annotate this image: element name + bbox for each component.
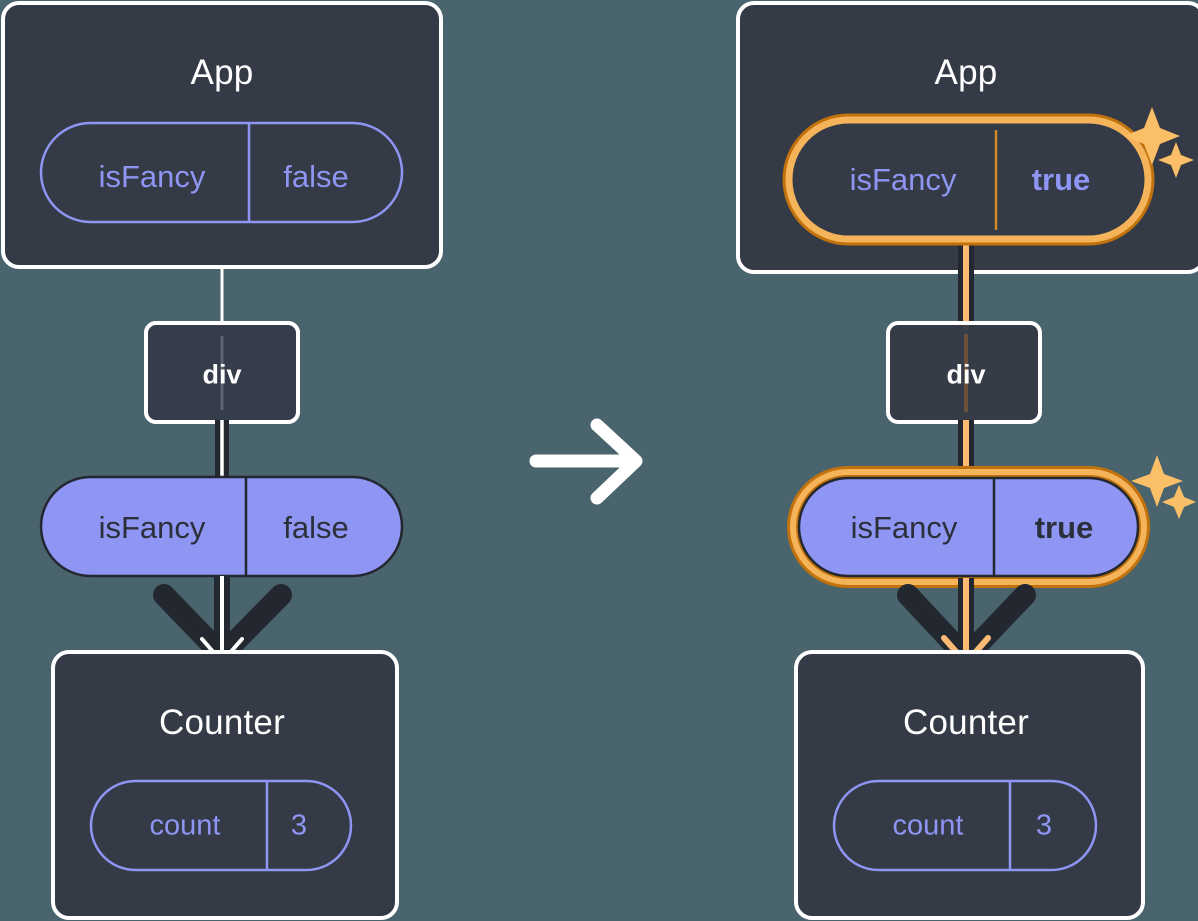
app-state-pill-highlight-inner-right	[785, 116, 1152, 243]
arrow-right-icon	[529, 418, 643, 505]
counter-card-right	[794, 650, 1145, 920]
sparkle-icon-app-right	[1124, 107, 1194, 178]
counter-state-pill-left	[89, 779, 353, 872]
sparkle-icon-prop-right	[1131, 455, 1196, 519]
counter-card-left	[51, 650, 399, 920]
app-card-left	[1, 1, 443, 269]
prop-pill-right	[797, 476, 1140, 578]
counter-state-pill-right	[832, 779, 1098, 872]
app-state-pill-left	[39, 121, 404, 224]
